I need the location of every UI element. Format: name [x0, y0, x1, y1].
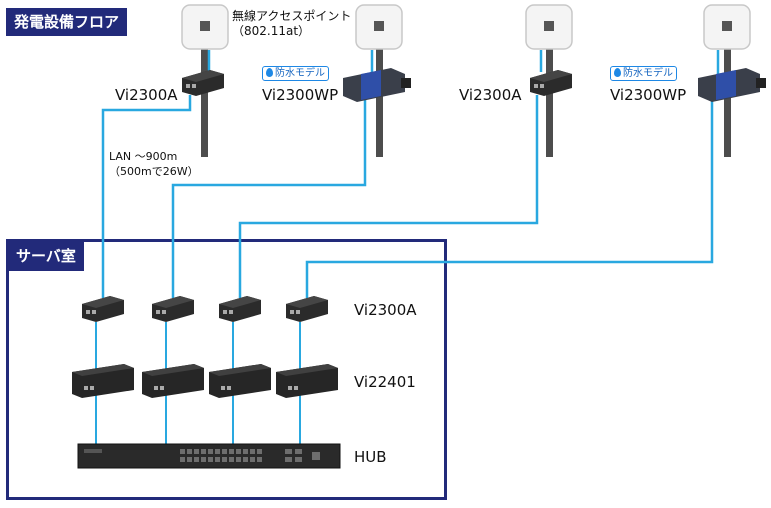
floor-device-label-3: Vi2300A	[459, 86, 522, 104]
server-row-label-3: HUB	[354, 448, 387, 466]
lan-note-line2: （500mで26W）	[109, 165, 199, 178]
server-injectors	[82, 296, 328, 322]
pole-2	[376, 45, 383, 157]
floor-injector-a	[182, 70, 572, 96]
access-points	[181, 4, 751, 50]
waterproof-badge-1: 防水モデル	[262, 66, 329, 81]
access-point-label-1: 無線アクセスポイント	[232, 9, 352, 23]
waterproof-badge-2: 防水モデル	[610, 66, 677, 81]
floor-area-label: 発電設備フロア	[6, 8, 128, 36]
water-drop-icon	[266, 68, 273, 77]
floor-injector-wp	[343, 68, 766, 102]
floor-device-label-1: Vi2300A	[115, 86, 178, 104]
pole-1	[201, 45, 208, 157]
hub-switch	[77, 443, 341, 469]
pole-4	[724, 45, 731, 157]
pole-3	[546, 45, 553, 157]
lan-cables	[101, 95, 714, 298]
server-row-label-2: Vi22401	[354, 373, 416, 391]
access-point-label-2: （802.11at）	[232, 24, 311, 38]
floor-device-label-4: Vi2300WP	[610, 86, 687, 104]
floor-device-label-2: Vi2300WP	[262, 86, 339, 104]
lan-note-line1: LAN ～900m	[109, 150, 178, 163]
vi22401-devices	[72, 364, 338, 398]
server-row-label-1: Vi2300A	[354, 301, 417, 319]
server-room-label: サーバ室	[8, 241, 84, 271]
server-room-frame	[6, 239, 447, 500]
water-drop-icon	[614, 68, 621, 77]
